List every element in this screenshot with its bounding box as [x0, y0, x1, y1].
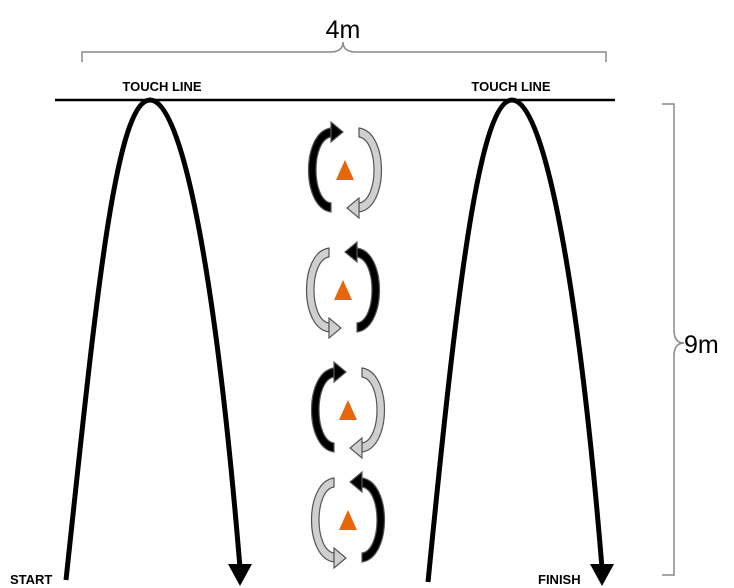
height-dimension-bracket [662, 103, 685, 576]
rotation-arrow-right-2 [344, 240, 381, 333]
finish-label: FINISH [538, 572, 581, 587]
height-dimension-label: 9m [684, 331, 719, 359]
left-path-arrowhead [228, 564, 252, 586]
cone-station-1 [307, 120, 383, 220]
rotation-arrow-left-2 [305, 247, 342, 340]
cone-icon [336, 160, 354, 180]
cone-icon [339, 510, 357, 530]
right-running-path [425, 97, 605, 583]
rotation-arrow-right-3 [349, 367, 386, 460]
width-dimension-label: 4m [326, 16, 361, 44]
rotation-arrow-left-1 [307, 120, 344, 213]
touch-line-label-right: TOUCH LINE [471, 79, 551, 94]
start-label: START [10, 572, 52, 587]
width-dimension-bracket [81, 41, 607, 62]
cone-icon [339, 400, 357, 420]
touch-line-label-left: TOUCH LINE [122, 79, 202, 94]
cone-stations [305, 120, 386, 570]
cone-station-4 [310, 470, 386, 570]
right-path-arrowhead [590, 564, 614, 586]
rotation-arrow-left-4 [310, 477, 347, 570]
cone-station-2 [305, 240, 381, 340]
cone-icon [334, 280, 352, 300]
left-running-path [63, 97, 243, 581]
cone-station-3 [310, 360, 386, 460]
rotation-arrow-left-3 [310, 360, 347, 453]
rotation-arrow-right-1 [346, 127, 383, 220]
rotation-arrow-right-4 [349, 470, 386, 563]
